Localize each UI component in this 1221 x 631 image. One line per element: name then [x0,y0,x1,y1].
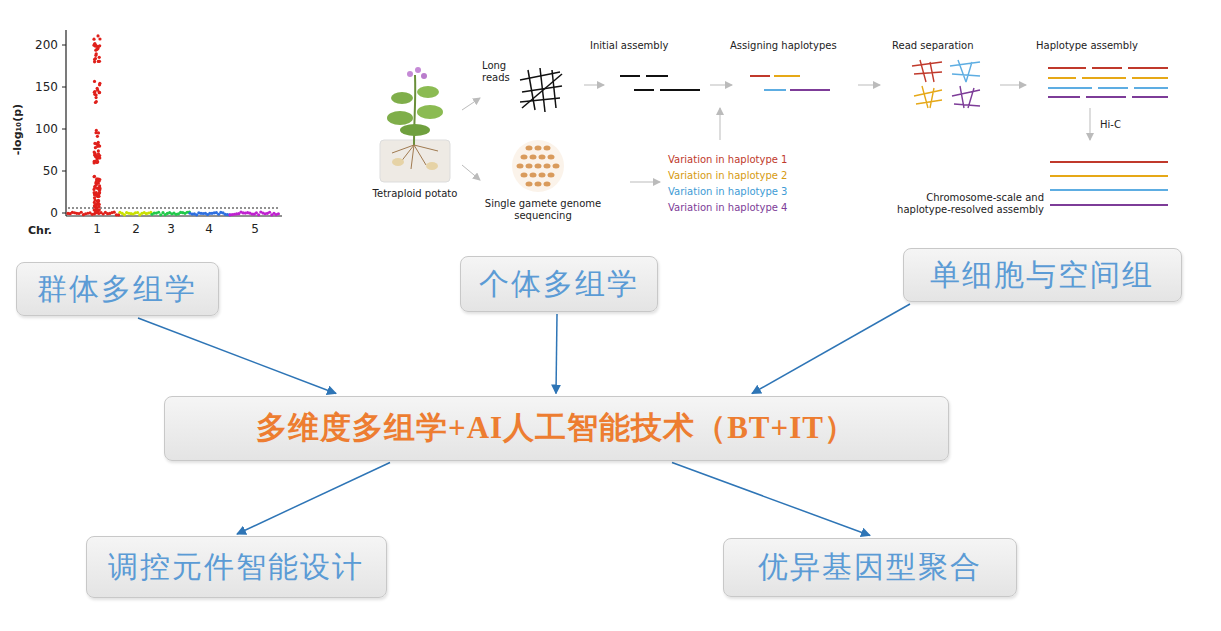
figure-label: Long reads [482,60,522,84]
arrow-connector [237,463,390,535]
gametes [512,140,564,192]
axis-label: 1 [88,222,106,236]
arrow-connector [556,314,557,394]
figure-label: Variation in haplotype 4 [668,202,818,214]
separated-reads [912,60,980,108]
long-reads [520,68,562,112]
arrow-connector [752,304,910,394]
figure-label: Read separation [892,40,1002,52]
figure-label: Chromosome-scale and haplotype-resolved … [876,192,1044,216]
box-label: 个体多组学 [479,264,639,305]
process-box: 优异基因型聚合 [723,538,1017,597]
axis-label: 2 [127,222,145,236]
box-label: 单细胞与空间组 [930,255,1154,296]
axis-label: 200 [20,38,58,52]
process-box: 调控元件智能设计 [86,536,387,598]
figure-label: Initial assembly [590,40,700,52]
axis-label: 50 [20,164,58,178]
process-box: 单细胞与空间组 [903,248,1182,302]
axis-label: 4 [200,222,218,236]
figure-label: Hi-C [1100,119,1140,131]
figure-label: Tetraploid potato [370,188,460,200]
axis-label: 150 [20,80,58,94]
box-label: 调控元件智能设计 [108,547,364,588]
axis-label: 0 [20,206,58,220]
axis-label: 5 [246,222,264,236]
process-box: 个体多组学 [460,256,658,312]
haplotype-assembly [1048,68,1168,97]
flow-arrows [462,85,1090,182]
arrow-connector [672,463,870,536]
box-label: 群体多组学 [37,269,197,310]
chromosome-assembly [1050,162,1168,205]
axis-label: Chr. [28,224,58,237]
potato-plant [380,67,450,182]
box-label: 优异基因型聚合 [758,547,982,588]
figure-label: Haplotype assembly [1036,40,1166,52]
assigned-haplotypes [750,76,830,90]
figure-label: Variation in haplotype 1 [668,154,818,166]
initial-assembly [620,76,700,90]
manhattan-plot [62,30,282,217]
figure-label: Variation in haplotype 3 [668,186,818,198]
process-box: 多维度多组学+AI人工智能技术（BT+IT） [164,396,949,461]
axis-label: -log₁₀(p) [11,90,24,170]
figure-label: Assigning haplotypes [730,40,860,52]
axis-label: 3 [162,222,180,236]
box-label: 多维度多组学+AI人工智能技术（BT+IT） [256,407,856,449]
figure-label: Single gamete genome sequencing [478,198,608,222]
figure-label: Variation in haplotype 2 [668,170,818,182]
axis-label: 100 [20,122,58,136]
arrow-connector [138,318,336,394]
process-box: 群体多组学 [16,262,219,316]
